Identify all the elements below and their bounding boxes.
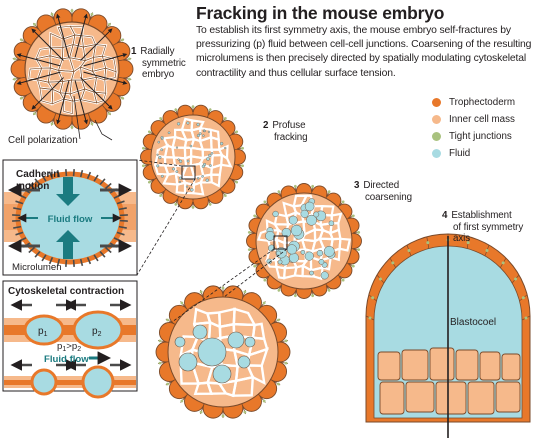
inset2-p1: p1 bbox=[38, 326, 48, 338]
legend-item-fluid: Fluid bbox=[432, 145, 515, 162]
inset2-p2: p2 bbox=[92, 326, 102, 338]
blastocoel-label: Blastocoel bbox=[450, 317, 496, 328]
legend-item-trophectoderm: Trophectoderm bbox=[432, 94, 515, 111]
tight-junctions-swatch bbox=[432, 132, 441, 141]
legend: Trophectoderm Inner cell mass Tight junc… bbox=[432, 94, 515, 162]
legend-item-inner-cell-mass: Inner cell mass bbox=[432, 111, 515, 128]
embryo-stage-4 bbox=[365, 233, 531, 438]
inset1-microlumen: Microlumen bbox=[12, 262, 62, 273]
fluid-swatch bbox=[432, 149, 441, 158]
cell-polarization-label: Cell polarization bbox=[8, 135, 78, 146]
trophectoderm-swatch bbox=[432, 98, 441, 107]
embryo-stage-1 bbox=[10, 8, 134, 130]
intro-text: To establish its first symmetry axis, th… bbox=[196, 25, 532, 79]
inset-cadherin-motion bbox=[2, 159, 138, 276]
inset2-fluid-flow: Fluid flow bbox=[44, 354, 89, 365]
inset1-head-line1: Cadherin bbox=[16, 169, 59, 180]
inset-cytoskeletal-contraction bbox=[2, 280, 138, 399]
inner-cell-mass-swatch bbox=[432, 115, 441, 124]
inset1-head-line2: motion bbox=[16, 181, 49, 192]
embryo-stage-3 bbox=[246, 183, 362, 299]
callout-lines bbox=[73, 95, 288, 323]
page-title: Fracking in the mouse embryo bbox=[196, 3, 445, 23]
embryo-stage-2 bbox=[140, 104, 246, 210]
inset2-head: Cytoskeletal contraction bbox=[8, 286, 124, 297]
inset1-fluid-flow: Fluid flow bbox=[48, 214, 93, 225]
inset2-inequality: p1>p2 bbox=[57, 341, 81, 353]
legend-item-tight-junctions: Tight junctions bbox=[432, 128, 515, 145]
embryo-stage-3-detail bbox=[155, 285, 291, 419]
